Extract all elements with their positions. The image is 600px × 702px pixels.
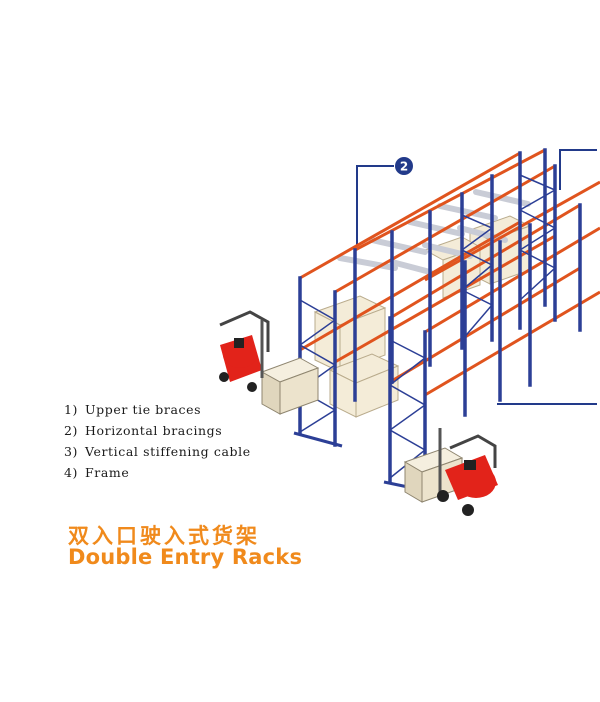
legend-item: 3) Vertical stiffening cable (64, 441, 251, 462)
title-chinese: 双入口驶入式货架 (68, 524, 260, 548)
legend-item: 4) Frame (64, 462, 251, 483)
legend-number: 1) (64, 402, 79, 417)
forklift-right (403, 428, 498, 516)
rack-structure (293, 148, 600, 494)
frame-bracing (298, 174, 557, 479)
legend-label: Horizontal bracings (85, 423, 223, 438)
legend-number: 2) (64, 423, 79, 438)
blue-uprights (298, 148, 582, 492)
callout-number: 2 (400, 160, 408, 174)
legend-number: 3) (64, 444, 79, 459)
legend-item: 2) Horizontal bracings (64, 420, 251, 441)
legend-label: Upper tie braces (85, 402, 202, 417)
legend-label: Vertical stiffening cable (85, 444, 251, 459)
callout-lines (356, 149, 597, 405)
callout-badge: 2 (395, 157, 413, 175)
legend: 1) Upper tie braces 2) Horizontal bracings… (64, 399, 251, 483)
title-english: Double Entry Racks (68, 545, 303, 569)
legend-number: 4) (64, 465, 79, 480)
legend-item: 1) Upper tie braces (64, 399, 251, 420)
forklift-left (219, 310, 320, 415)
legend-label: Frame (85, 465, 130, 480)
